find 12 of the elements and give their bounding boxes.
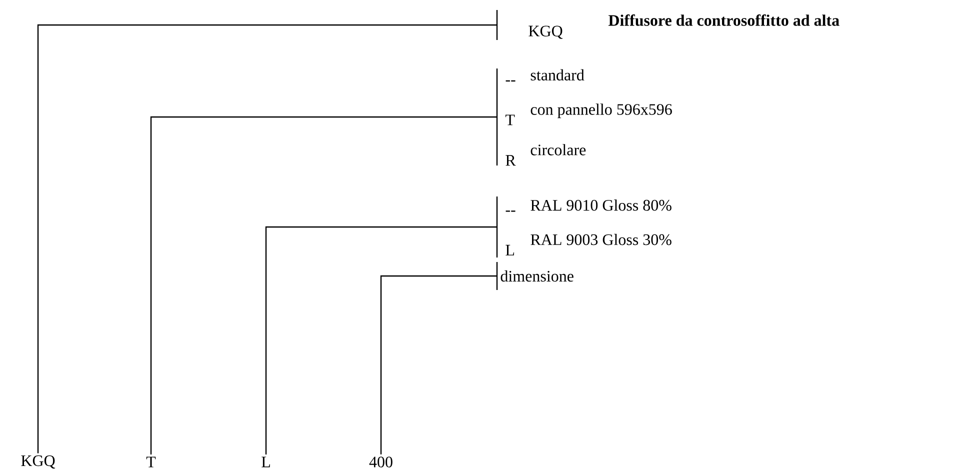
- code-letter: KGQ: [21, 455, 56, 469]
- field-label: dimensione: [496, 262, 574, 290]
- option-list: -- RAL 9010 Gloss 80% L RAL 9003 Gloss 30%: [496, 196, 672, 258]
- connector-line: [37, 24, 497, 454]
- code-letter: L: [262, 456, 270, 468]
- description-entry: KGQ Diffusore da controsoffitto ad alta: [496, 10, 840, 40]
- connector-line: [265, 226, 497, 455]
- option-list: -- standard T con pannello 596x596 R circolare: [496, 68, 672, 166]
- connector-line: [380, 275, 497, 454]
- code-letter: T: [146, 456, 156, 468]
- code-letter: 400: [369, 456, 392, 468]
- connector-line: [150, 116, 497, 455]
